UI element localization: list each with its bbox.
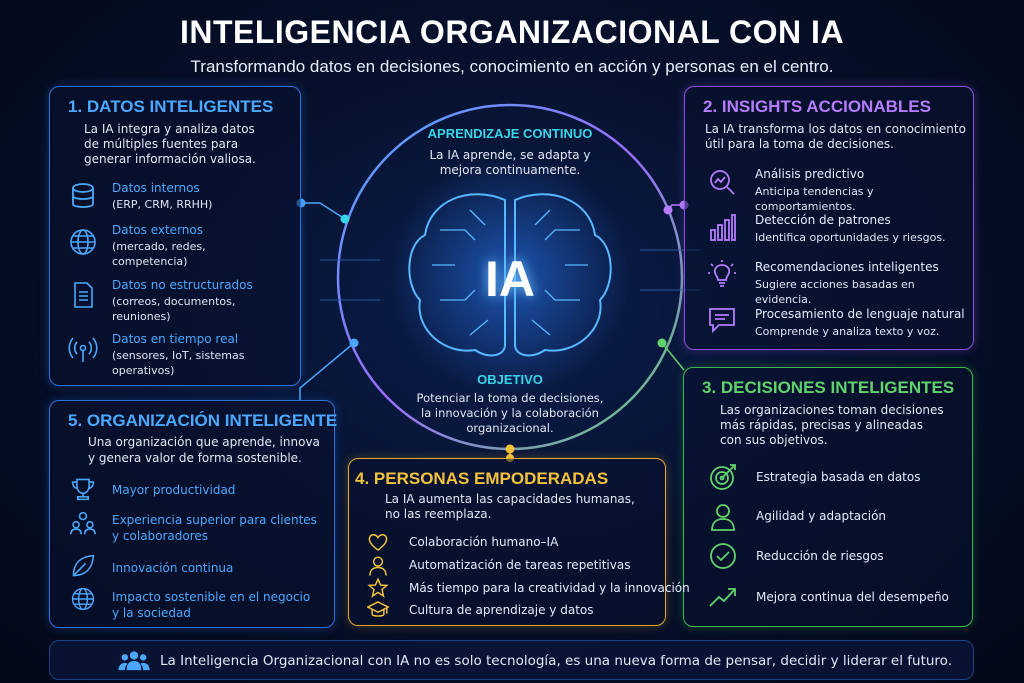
panel-desc-2: no las reemplaza. [385, 507, 492, 521]
footer-text: La Inteligencia Organizacional con IA no… [160, 653, 952, 669]
panel-desc-1: La IA integra y analiza datos [84, 122, 255, 136]
brain-glow [390, 155, 630, 395]
panel-desc-2: más rápidas, precisas y alineadas [720, 418, 923, 432]
panel-desc-1: Una organización que aprende, innova [88, 435, 320, 449]
connector-dot-3 [663, 205, 673, 215]
broadcast-icon [68, 337, 98, 362]
item-title: Análisis predictivo [755, 167, 865, 181]
connector-dot-7 [505, 444, 515, 454]
connector-dot-6 [349, 338, 359, 348]
item-title: Mayor productividad [112, 483, 236, 497]
item-title: Datos en tiempo real [112, 332, 239, 346]
graduation-cap-icon [367, 601, 389, 617]
item-title: Automatización de tareas repetitivas [409, 558, 631, 572]
item-desc: operativos) [112, 364, 175, 377]
item-desc: (mercado, redes, [112, 240, 206, 253]
core-label: IA [485, 251, 535, 307]
panel-datos-inteligentes: 1. DATOS INTELIGENTES La IA integra y an… [49, 86, 301, 386]
bar-chart-icon [710, 214, 736, 241]
team-icon [118, 651, 150, 671]
panel-desc-1: La IA aumenta las capacidades humanas, [385, 492, 635, 506]
panel-desc-3: con sus objetivos. [720, 433, 828, 447]
item-desc: Comprende y analiza texto y voz. [755, 325, 940, 338]
panel-desc-2: y genera valor de forma sostenible. [88, 451, 302, 465]
objective-text-1: Potenciar la toma de decisiones, [416, 391, 604, 405]
item-title: Agilidad y adaptación [756, 509, 887, 523]
panel-desc-3: generar información valiosa. [84, 152, 256, 166]
connector-dot-2 [340, 214, 350, 224]
item-title: Más tiempo para la creatividad y la inno… [409, 581, 690, 595]
item-title: y colaboradores [112, 529, 209, 543]
learning-title: APRENDIZAJE CONTINUO [427, 126, 593, 141]
person-icon [711, 504, 735, 531]
item-title: Cultura de aprendizaje y datos [409, 603, 594, 617]
panel-desc-2: útil para la toma de decisiones. [705, 137, 894, 151]
globe-icon [70, 229, 96, 255]
item-desc: (correos, documentos, [112, 295, 236, 308]
item-title: Datos externos [112, 223, 203, 237]
brain-icon [408, 193, 612, 357]
panel-desc-1: Las organizaciones toman decisiones [720, 403, 944, 417]
objective-text-2: la innovación y la colaboración [421, 406, 599, 420]
target-icon [710, 464, 736, 490]
check-circle-icon [710, 543, 736, 569]
leaf-icon [72, 554, 95, 577]
item-title: Datos internos [112, 181, 200, 195]
footer-banner: La Inteligencia Organizacional con IA no… [49, 640, 974, 680]
panel-organizacion-inteligente: 5. ORGANIZACIÓN INTELIGENTE Una organiza… [49, 400, 338, 628]
item-title: Reducción de riesgos [756, 549, 884, 563]
heart-icon [368, 534, 388, 551]
page-title: INTELIGENCIA ORGANIZACIONAL CON IA [179, 14, 845, 50]
chat-icon [709, 308, 735, 334]
document-icon [74, 282, 93, 308]
objective-text-3: organizacional. [466, 421, 554, 435]
objective-title: OBJETIVO [477, 372, 543, 387]
panel-insights-accionables: 2. INSIGHTS ACCIONABLES La IA transforma… [684, 86, 974, 350]
panel-title: 2. INSIGHTS ACCIONABLES [703, 97, 931, 116]
page-subtitle: Transformando datos en decisiones, conoc… [190, 57, 834, 76]
item-title: Experiencia superior para clientes [112, 513, 317, 527]
item-title: Datos no estructurados [112, 278, 253, 292]
trend-up-icon [709, 588, 736, 607]
item-desc: (ERP, CRM, RRHH) [112, 198, 213, 211]
item-desc: (sensores, IoT, sistemas [112, 349, 245, 362]
world-icon [71, 587, 95, 611]
item-title: y la sociedad [112, 606, 191, 620]
star-icon [367, 577, 389, 598]
panel-decisiones-inteligentes: 3. DECISIONES INTELIGENTES Las organizac… [683, 367, 973, 627]
trophy-icon [71, 478, 95, 501]
panel-title: 3. DECISIONES INTELIGENTES [702, 378, 955, 397]
panel-desc-2: de múltiples fuentes para [84, 137, 239, 151]
item-desc: competencia) [112, 255, 188, 268]
people-icon [70, 511, 96, 535]
item-desc: Anticipa tendencias y comportamientos. [755, 185, 874, 213]
item-title: Innovación continua [112, 561, 234, 575]
item-desc: Identifica oportunidades y riesgos. [755, 231, 946, 244]
item-title: Mejora continua del desempeño [756, 590, 949, 604]
learning-text-2: mejora continuamente. [439, 163, 581, 177]
panel-desc-1: La IA transforma los datos en conocimien… [705, 122, 966, 136]
item-desc: reuniones) [112, 310, 171, 323]
item-title: Colaboración humano–IA [409, 535, 559, 549]
lightbulb-icon [708, 260, 736, 287]
connector-dot-5 [657, 338, 667, 348]
database-icon [72, 183, 94, 208]
item-title: Detección de patrones [755, 213, 891, 227]
learning-text-1: La IA aprende, se adapta y [429, 148, 591, 162]
user-icon [369, 556, 387, 576]
item-desc: Sugiere acciones basadas en evidencia. [755, 278, 915, 306]
panel-title: 5. ORGANIZACIÓN INTELIGENTE [68, 411, 338, 430]
panel-title: 1. DATOS INTELIGENTES [68, 97, 274, 116]
panel-personas-empoderadas: 4. PERSONAS EMPODERADAS La IA aumenta la… [348, 458, 690, 626]
magnifier-chart-icon [710, 170, 735, 195]
panel-title: 4. PERSONAS EMPODERADAS [355, 469, 609, 488]
item-title: Procesamiento de lenguaje natural [755, 307, 965, 321]
item-title: Impacto sostenible en el negocio [112, 590, 311, 604]
item-title: Recomendaciones inteligentes [755, 260, 939, 274]
item-title: Estrategia basada en datos [756, 470, 921, 484]
